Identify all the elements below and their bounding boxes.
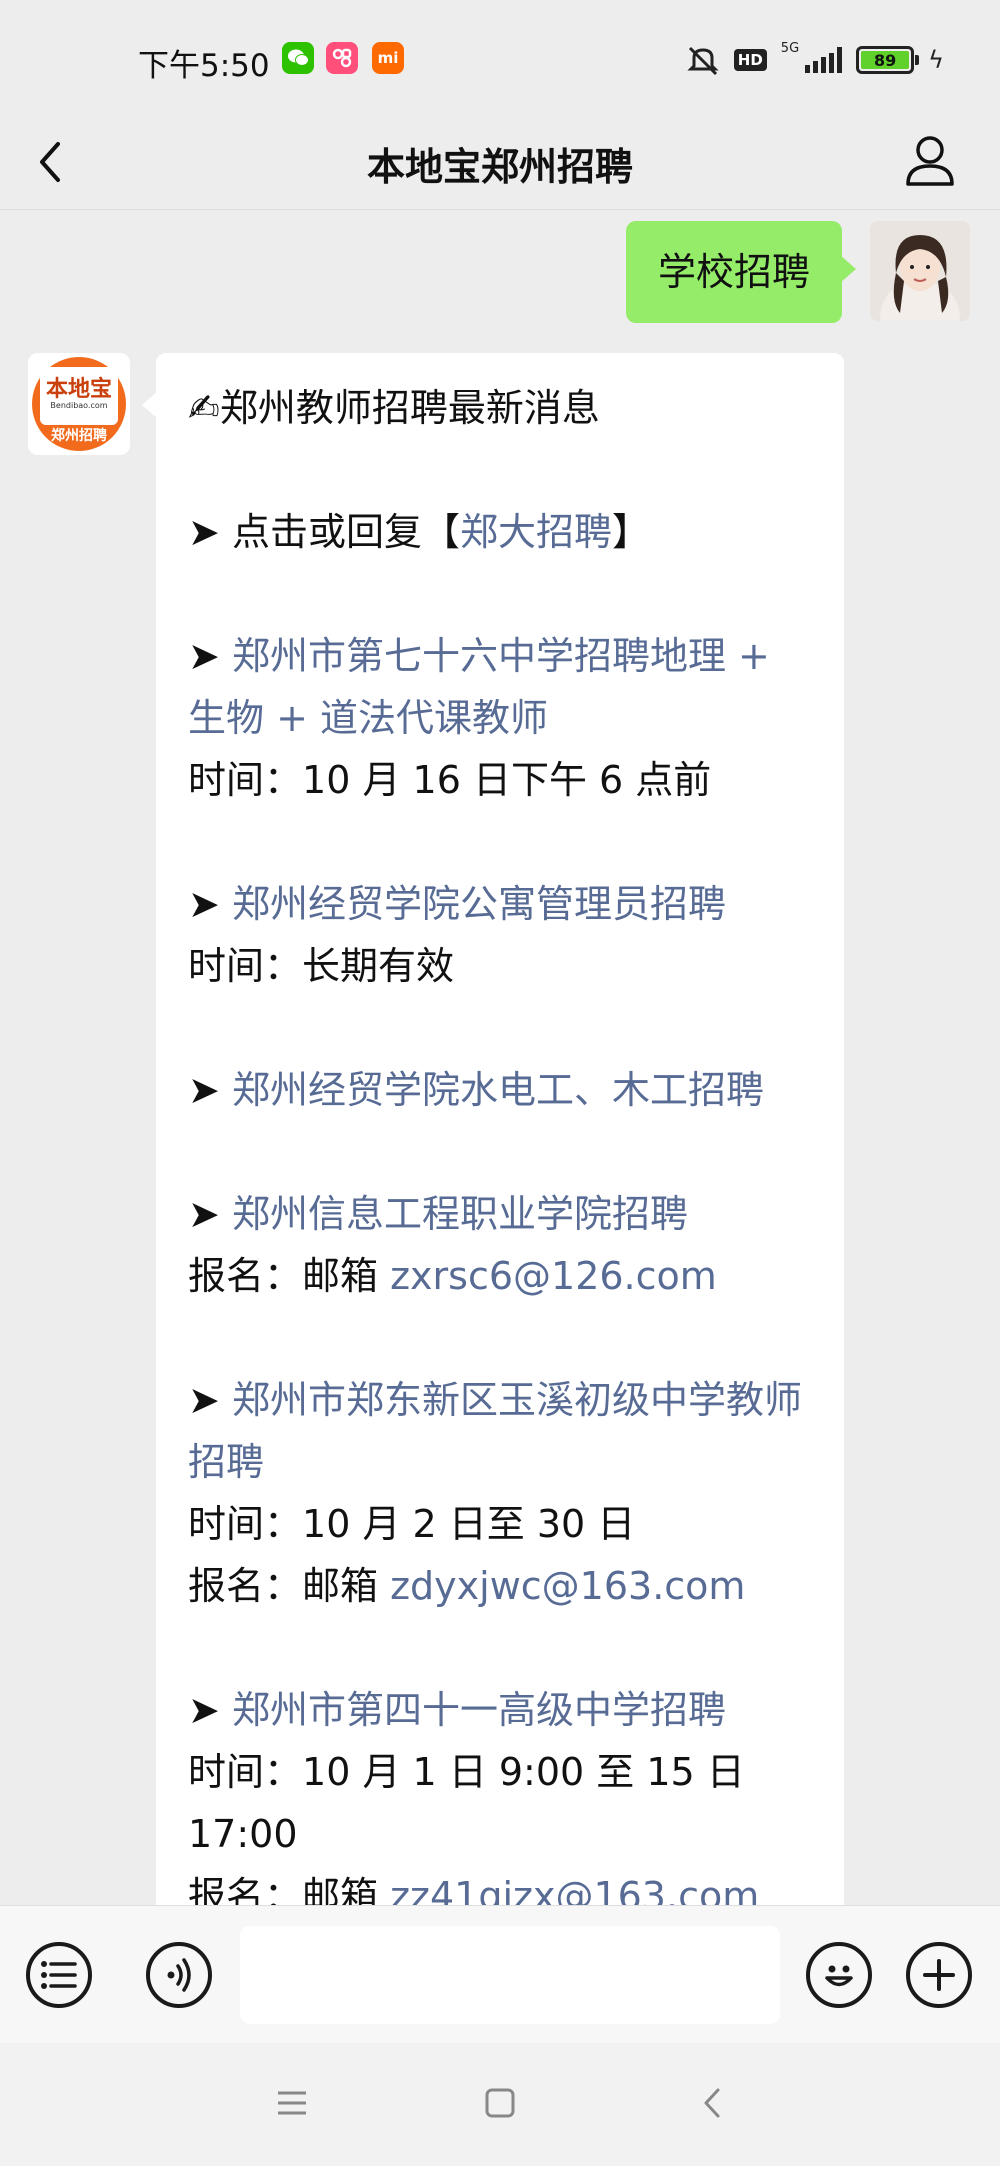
- chevron-left-icon: [704, 2088, 720, 2118]
- arrow-icon: ➤: [188, 1192, 220, 1236]
- voice-icon: [167, 1958, 191, 1992]
- signal-icon: [805, 47, 843, 73]
- smiley-icon: [825, 1965, 853, 1987]
- my-message-bubble[interactable]: 学校招聘: [625, 221, 857, 323]
- arrow-icon: ➤: [188, 510, 220, 554]
- battery-level: 89: [861, 51, 910, 70]
- mute-alarm-icon: [687, 46, 719, 76]
- voice-button[interactable]: [146, 1942, 212, 2008]
- status-time: 下午5:50: [138, 48, 270, 84]
- job-time: 时间：长期有效: [188, 944, 455, 988]
- arrow-icon: ➤: [188, 882, 220, 926]
- job-time: 时间：10 月 16 日下午 6 点前: [188, 758, 712, 802]
- job-item: ➤ 郑州市郑东新区玉溪初级中学教师招聘: [188, 1369, 814, 1493]
- bot-message-bubble[interactable]: ✍郑州教师招聘最新消息 ➤ 点击或回复【郑大招聘】 ➤ 郑州市第七十六中学招聘地…: [142, 353, 844, 1905]
- email-link[interactable]: zz41gjzx@163.com: [390, 1874, 760, 1905]
- email-link[interactable]: zxrsc6@126.com: [390, 1254, 717, 1298]
- photo-app-icon: [326, 42, 358, 74]
- job-signup: 报名：邮箱 zxrsc6@126.com: [188, 1254, 717, 1298]
- reply-hint: ➤ 点击或回复【郑大招聘】: [188, 510, 650, 554]
- chat-area[interactable]: 学校招聘 本地宝 Bendibao.com 郑州招聘 ✍郑州教师招聘最新消息 ➤…: [0, 211, 1000, 1905]
- back-button[interactable]: [28, 132, 76, 192]
- job-link[interactable]: 郑州市第四十一高级中学招聘: [231, 1688, 726, 1732]
- arrow-icon: ➤: [188, 1378, 220, 1422]
- job-link[interactable]: 郑州信息工程职业学院招聘: [231, 1192, 688, 1236]
- arrow-icon: ➤: [188, 1068, 220, 1112]
- list-icon: [41, 1961, 77, 1989]
- status-indicators: HD 5G 89 ϟ: [686, 40, 944, 80]
- reply-keyword-link[interactable]: 郑大招聘: [459, 510, 612, 554]
- job-item: ➤ 郑州经贸学院公寓管理员招聘: [188, 873, 814, 935]
- bot-avatar-label-bottom: 郑州招聘: [51, 428, 107, 444]
- bot-avatar[interactable]: 本地宝 Bendibao.com 郑州招聘: [28, 353, 130, 455]
- arrow-icon: ➤: [188, 1688, 220, 1732]
- job-item: ➤ 郑州市第四十一高级中学招聘: [188, 1679, 814, 1741]
- email-link[interactable]: zdyxjwc@163.com: [390, 1564, 746, 1608]
- bot-avatar-label-middle: Bendibao.com: [50, 401, 108, 410]
- job-signup: 报名：邮箱 zz41gjzx@163.com: [188, 1865, 814, 1905]
- job-item: ➤ 郑州市第七十六中学招聘地理 + 生物 + 道法代课教师: [188, 625, 814, 749]
- square-icon: [485, 2088, 515, 2118]
- home-button[interactable]: [478, 2081, 522, 2125]
- battery-icon: 89: [856, 46, 920, 74]
- bot-avatar-label-top: 本地宝: [45, 377, 112, 402]
- hd-badge: HD: [733, 49, 767, 71]
- wechat-app-icon: [282, 42, 314, 74]
- emoji-button[interactable]: [806, 1942, 872, 2008]
- my-avatar[interactable]: [870, 221, 970, 321]
- system-navigation-bar: [0, 2043, 1000, 2166]
- job-link[interactable]: 郑州经贸学院水电工、木工招聘: [231, 1068, 764, 1112]
- job-item: ➤ 郑州经贸学院水电工、木工招聘: [188, 1059, 814, 1121]
- input-bar: [0, 1905, 1000, 2043]
- plus-icon: [923, 1959, 955, 1991]
- arrow-icon: ➤: [188, 634, 220, 678]
- status-bar: 下午5:50 mi HD 5G 89 ϟ: [0, 0, 1000, 118]
- system-back-button[interactable]: [690, 2081, 734, 2125]
- job-link[interactable]: 郑州市郑东新区玉溪初级中学教师招聘: [188, 1378, 802, 1484]
- menu-lines-icon: [278, 2091, 306, 2115]
- profile-button[interactable]: [900, 130, 960, 190]
- job-item: ➤ 郑州信息工程职业学院招聘: [188, 1183, 814, 1245]
- job-time: 时间：10 月 2 日至 30 日: [188, 1502, 636, 1546]
- menu-button[interactable]: [26, 1942, 92, 2008]
- job-link[interactable]: 郑州经贸学院公寓管理员招聘: [231, 882, 726, 926]
- page-title: 本地宝郑州招聘: [366, 145, 633, 189]
- nav-bar: 本地宝郑州招聘: [0, 118, 1000, 210]
- writing-hand-icon: ✍: [188, 386, 220, 430]
- network-label: 5G: [780, 41, 800, 56]
- charging-icon: ϟ: [928, 46, 944, 74]
- chevron-left-icon: [40, 142, 60, 182]
- job-link[interactable]: 郑州市第七十六中学招聘地理 + 生物 + 道法代课教师: [188, 634, 770, 740]
- person-icon: [906, 136, 954, 186]
- recent-apps-button[interactable]: [270, 2081, 314, 2125]
- xiaomi-app-icon: mi: [372, 42, 404, 74]
- job-time: 时间：10 月 1 日 9:00 至 15 日 17:00: [188, 1750, 745, 1856]
- job-signup: 报名：邮箱 zdyxjwc@163.com: [188, 1564, 746, 1608]
- message-header: ✍郑州教师招聘最新消息: [188, 386, 600, 430]
- message-input[interactable]: [240, 1926, 780, 2024]
- more-button[interactable]: [906, 1942, 972, 2008]
